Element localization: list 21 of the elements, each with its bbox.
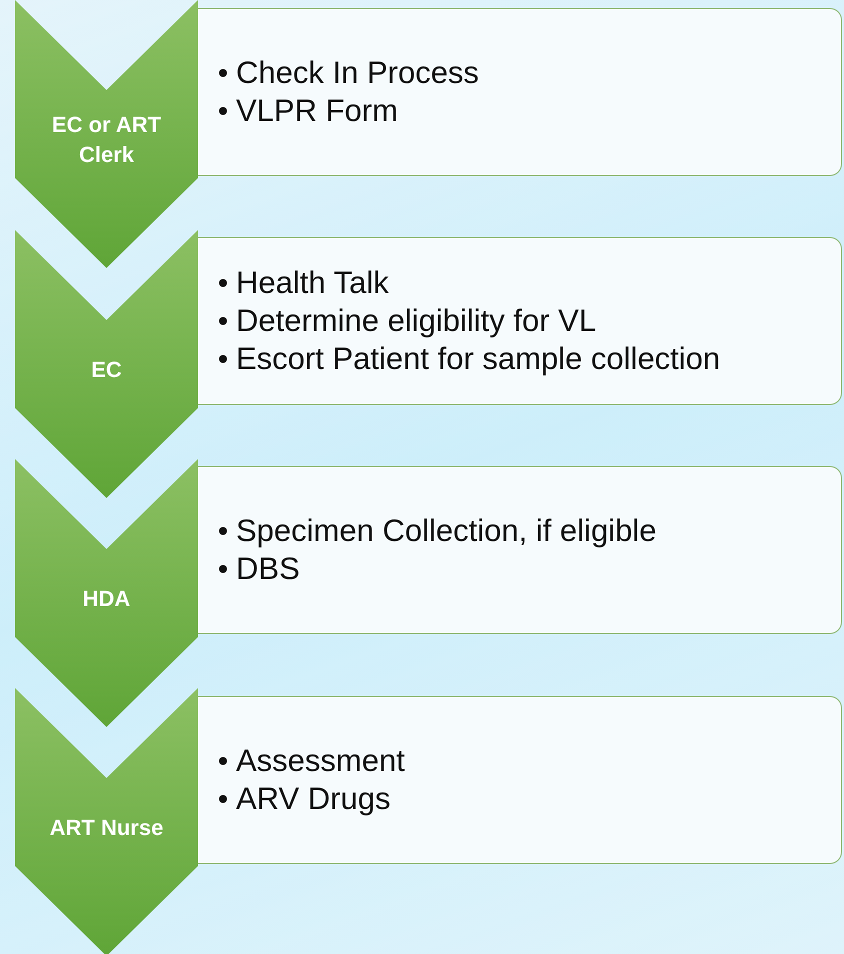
- step-card: [198, 466, 842, 634]
- role-label: EC: [90, 356, 123, 384]
- bullet-item: DBS: [236, 550, 300, 588]
- step-card: [198, 8, 842, 176]
- bullet-item: Health Talk: [236, 264, 389, 302]
- chevron-step: [15, 688, 198, 954]
- bullet-item: VLPR Form: [236, 92, 398, 130]
- bullet-item: ARV Drugs: [236, 780, 390, 818]
- role-label: ART Nurse: [48, 814, 164, 842]
- bullet-item: Determine eligibility for VL: [236, 302, 596, 340]
- chevron-step: [15, 459, 198, 727]
- bullet-item: Specimen Collection, if eligible: [236, 512, 656, 550]
- chevron-step: [15, 230, 198, 498]
- bullet-item: Escort Patient for sample collection: [236, 340, 720, 378]
- bullet-item: Check In Process: [236, 54, 479, 92]
- bullet-item: Assessment: [236, 742, 405, 780]
- step-card: [198, 237, 842, 405]
- chevron-step: [15, 0, 198, 268]
- role-label: EC or ART Clerk: [50, 111, 162, 169]
- role-label: HDA: [82, 585, 132, 613]
- step-card: [198, 696, 842, 864]
